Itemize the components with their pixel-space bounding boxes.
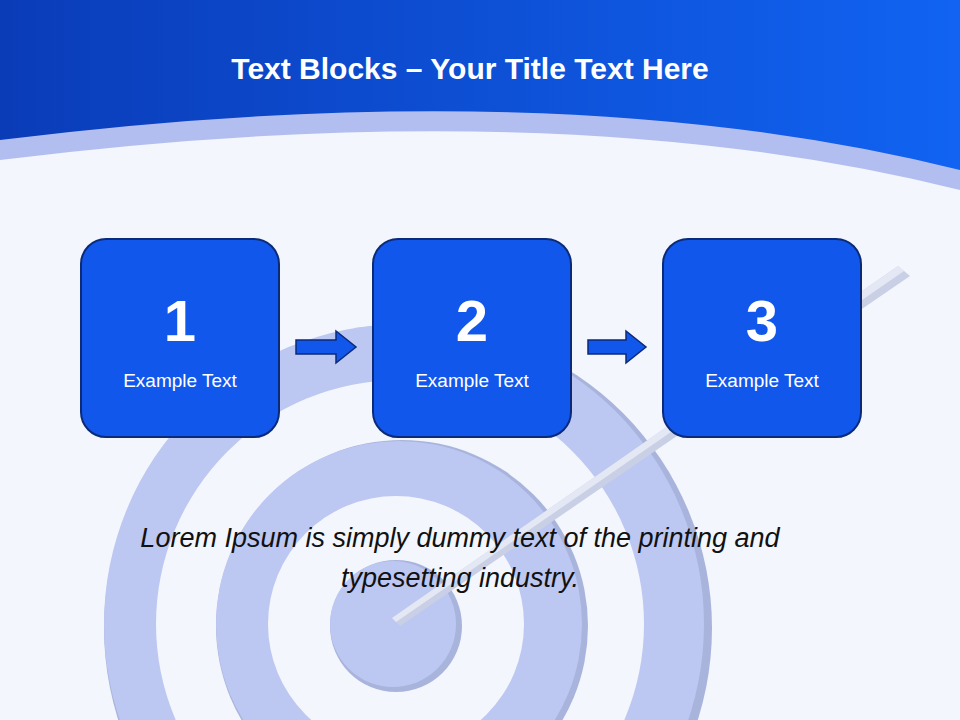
step-number: 3 — [746, 292, 778, 350]
step-box: 1Example Text — [80, 238, 280, 438]
step-text: Example Text — [705, 370, 819, 393]
header-curve — [0, 0, 960, 190]
step-number: 1 — [164, 292, 196, 350]
note-text: Lorem Ipsum is simply dummy text of the … — [100, 518, 820, 598]
step-text: Example Text — [415, 370, 529, 393]
block-arrow — [296, 331, 356, 363]
slide-title: Text Blocks – Your Title Text Here — [0, 52, 940, 86]
step-text: Example Text — [123, 370, 237, 393]
step-box: 2Example Text — [372, 238, 572, 438]
header-band — [0, 0, 960, 170]
note-text: Lorem Ipsum is simply dummy text of the … — [100, 518, 820, 598]
step-box: 3Example Text — [662, 238, 862, 438]
step-number: 2 — [456, 292, 488, 350]
block-arrow — [588, 331, 646, 363]
